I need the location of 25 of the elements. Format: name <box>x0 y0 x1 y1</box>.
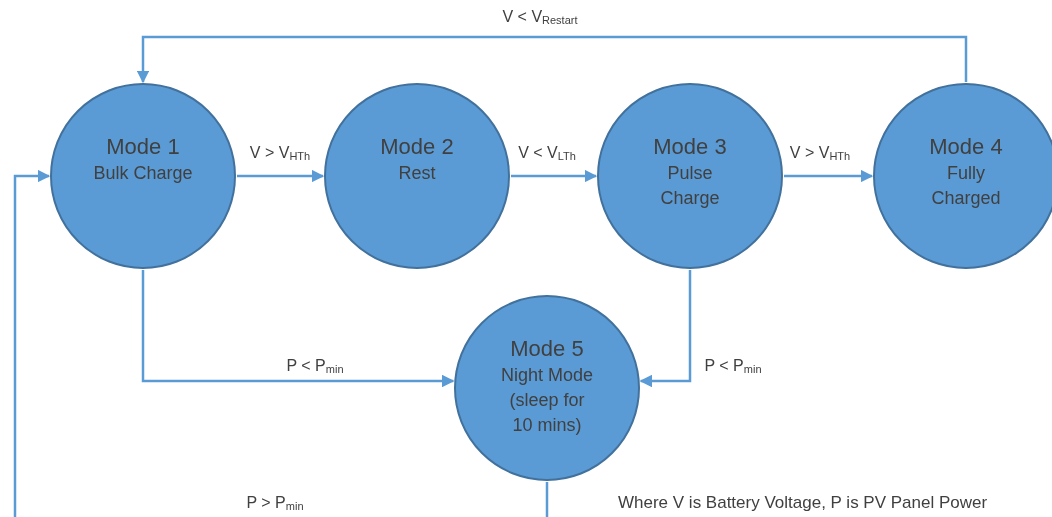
edge-label: V > V$_{HTh}$ <box>247 144 313 162</box>
arrow <box>13 169 549 517</box>
state-title: Mode 3 <box>653 133 727 161</box>
arrow <box>141 270 455 388</box>
arrow <box>136 35 968 84</box>
state-description: Pulse Charge <box>659 162 721 210</box>
arrow <box>784 169 874 183</box>
arrow <box>639 270 692 388</box>
edge-label: V > V$_{HTh}$ <box>787 144 853 162</box>
state-title: Mode 4 <box>929 133 1003 161</box>
edge-label: V < V$_{Restart}$ <box>500 8 580 26</box>
state-title: Mode 5 <box>510 335 584 363</box>
state-description: Bulk Charge <box>92 162 194 185</box>
state-title: Mode 1 <box>106 133 180 161</box>
arrow <box>237 169 325 183</box>
edge-label: P > P$_{min}$ <box>244 494 306 512</box>
edge-label: V < V$_{LTh}$ <box>516 144 578 162</box>
note-text: Where V is Battery Voltage, P is PV Panel Power <box>618 493 988 513</box>
state-description: Fully Charged <box>930 162 1002 210</box>
state-title: Mode 2 <box>380 133 454 161</box>
state-description: Night Mode (sleep for 10 mins) <box>499 364 595 437</box>
edge-label: P < P$_{min}$ <box>702 357 764 375</box>
arrow <box>511 169 598 183</box>
state-description: Rest <box>397 162 437 185</box>
edge-label: P < P$_{min}$ <box>284 357 346 375</box>
